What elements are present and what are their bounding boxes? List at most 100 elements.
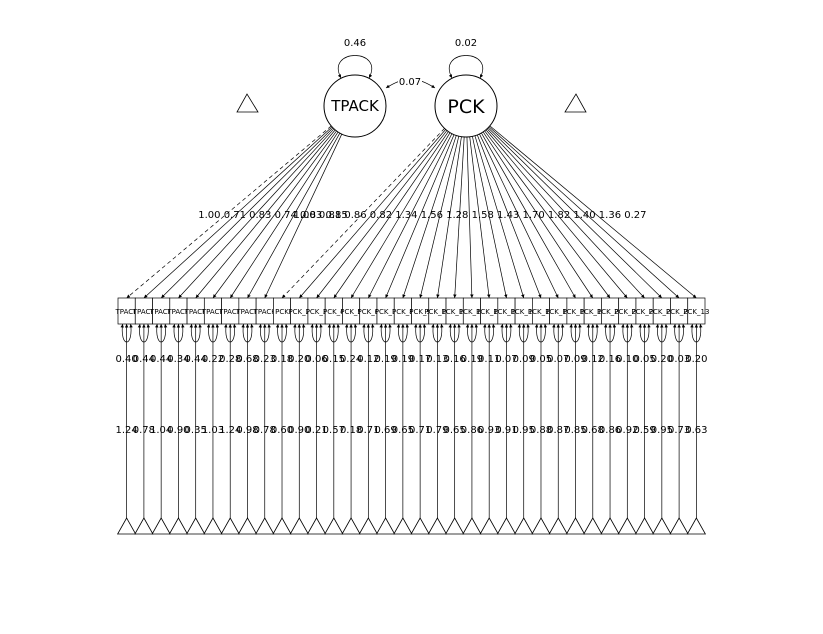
loading-arrow: [488, 126, 680, 299]
intercept-label: 0.71: [409, 425, 431, 436]
loading-arrow: [247, 132, 341, 299]
loading-arrow: [453, 136, 465, 299]
intercept-triangle: [617, 517, 637, 535]
indicator-label: PCK_16: [528, 308, 555, 316]
indicator-label: TPACK: [201, 308, 225, 316]
intercept-label: 0.88: [530, 425, 552, 436]
intercept-triangle: [444, 517, 465, 535]
intercept-label: 0.68: [582, 425, 604, 436]
intercept-triangle: [462, 517, 482, 535]
loading-arrow: [126, 125, 332, 299]
latent-pck-label: PCK: [447, 96, 485, 118]
intercept-triangle: [669, 517, 689, 535]
indicator-label: PCK_2: [288, 308, 310, 316]
intercept-label: 0.78: [133, 425, 155, 436]
indicator-label: TPACK: [132, 308, 156, 316]
intercept-triangle: [375, 517, 396, 535]
covariance-label: 0.07: [399, 77, 421, 88]
intercept-label: 0.90: [167, 425, 189, 436]
intercept-label: 0.57: [323, 425, 345, 436]
indicator-label: PCK_4: [323, 308, 345, 316]
intercept-label: 0.73: [668, 425, 690, 436]
intercept-triangle: [583, 517, 603, 535]
intercept-triangle: [410, 517, 430, 535]
intercept-triangle: [393, 517, 413, 535]
indicator-label: TPACK: [253, 308, 277, 316]
variance-loop-tpack: [337, 55, 373, 79]
intercept-label: 0.85: [564, 425, 586, 436]
intercept-triangle: [168, 517, 189, 535]
loading-arrow: [481, 132, 576, 299]
indicator-label: TPACK: [166, 308, 190, 316]
indicator-label: PCK_17: [545, 308, 571, 316]
latent-tpack-label: TPACK: [330, 97, 380, 115]
loading-arrow: [212, 130, 337, 299]
indicator-label: PCK_5: [340, 308, 362, 316]
loading-arrow: [350, 132, 451, 299]
intercept-label: 1.04: [150, 425, 172, 436]
intercept-triangle: [634, 517, 655, 535]
loading-arrow: [476, 134, 542, 299]
intercept-triangle: [116, 517, 137, 535]
intercept-triangle: [237, 517, 258, 535]
loading-arrow: [195, 129, 336, 299]
loading-arrow: [229, 131, 339, 299]
intercept-label: 0.87: [547, 425, 569, 436]
intercept-label: 0.86: [599, 425, 621, 436]
intercept-triangle: [324, 517, 344, 535]
loading-arrow: [484, 130, 611, 299]
loading-arrow: [489, 125, 697, 299]
intercept-label: 0.95: [513, 425, 535, 436]
loading-arrow: [419, 136, 460, 299]
intercept-label: 1.24: [219, 425, 241, 436]
loading-arrow: [482, 131, 594, 299]
loading-arrow: [402, 135, 457, 299]
indicator-label: PCK_7: [375, 308, 397, 316]
loading-labels-tpack: 1.00 0.71 0.83 0.74 0.83 0.85: [198, 210, 348, 221]
latent-tpack: TPACK: [323, 74, 387, 138]
indicator-label: TPACK: [218, 308, 242, 316]
intercept-label: 0.98: [236, 425, 258, 436]
intercept-triangle: [151, 517, 171, 535]
indicator-label: PCK_15: [511, 308, 537, 316]
loading-arrow: [466, 136, 474, 299]
intercept-triangle: [220, 517, 240, 535]
intercept-label: 0.65: [444, 425, 466, 436]
intercept-label: 0.79: [426, 425, 448, 436]
intercept-label: 1.03: [202, 425, 224, 436]
intercept-label: 0.21: [305, 425, 327, 436]
intercept-label: 0.91: [495, 425, 517, 436]
indicator-label: PCK_14: [493, 308, 520, 316]
intercept-label: 0.69: [374, 425, 396, 436]
intercept-label: 0.95: [651, 425, 673, 436]
indicator-label: PCK_11: [442, 308, 468, 316]
intercept-label: 0.86: [461, 425, 483, 436]
loading-arrow: [474, 135, 525, 299]
indicator-label: PCK_24: [666, 308, 693, 316]
loading-arrow: [316, 130, 448, 299]
indicator-label: PCK_3: [306, 308, 328, 316]
factor-loadings: [126, 125, 697, 299]
loading-arrow: [368, 133, 453, 299]
intercept-triangle: [358, 517, 379, 535]
indicator-label: PCK_23: [649, 308, 675, 316]
intercept-label: 0.92: [616, 425, 638, 436]
indicator-label: PCK_13: [683, 308, 709, 316]
loading-arrow: [479, 133, 559, 299]
indicator-label: TPACK: [184, 308, 208, 316]
loading-arrow: [472, 136, 508, 299]
intercept-triangle: [514, 517, 534, 535]
intercept-triangle: [289, 517, 309, 535]
intercept-triangle: [427, 517, 448, 535]
indicator-label: PCK_8: [392, 308, 414, 316]
intercept-label: 0.35: [185, 425, 207, 436]
loading-arrow: [436, 136, 462, 299]
intercept-triangle: [652, 517, 672, 535]
indicator-label: PCK_6: [358, 308, 380, 316]
intercept-triangle: [548, 517, 568, 535]
intercept-label: 1.24: [115, 425, 137, 436]
intercept-triangle: [496, 517, 517, 535]
intercept-triangle: [255, 517, 275, 535]
indicator-label: PCK: [275, 308, 289, 316]
